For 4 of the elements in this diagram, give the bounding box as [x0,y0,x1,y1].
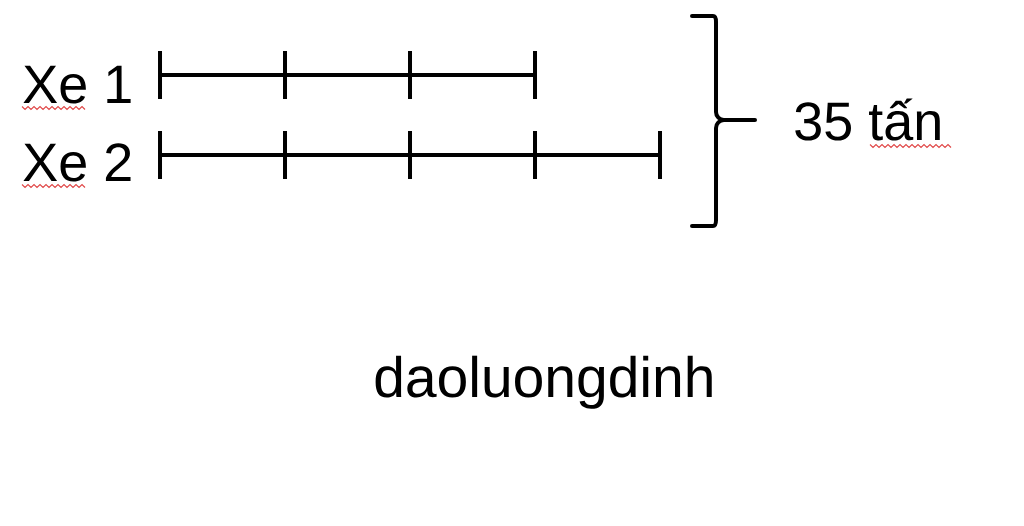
row-label: Xe 1 [23,65,131,104]
row-label: Xe 2 [23,143,131,182]
total-label: 35 tấn [795,98,940,141]
signature-text: daoluongdinh [375,355,712,409]
